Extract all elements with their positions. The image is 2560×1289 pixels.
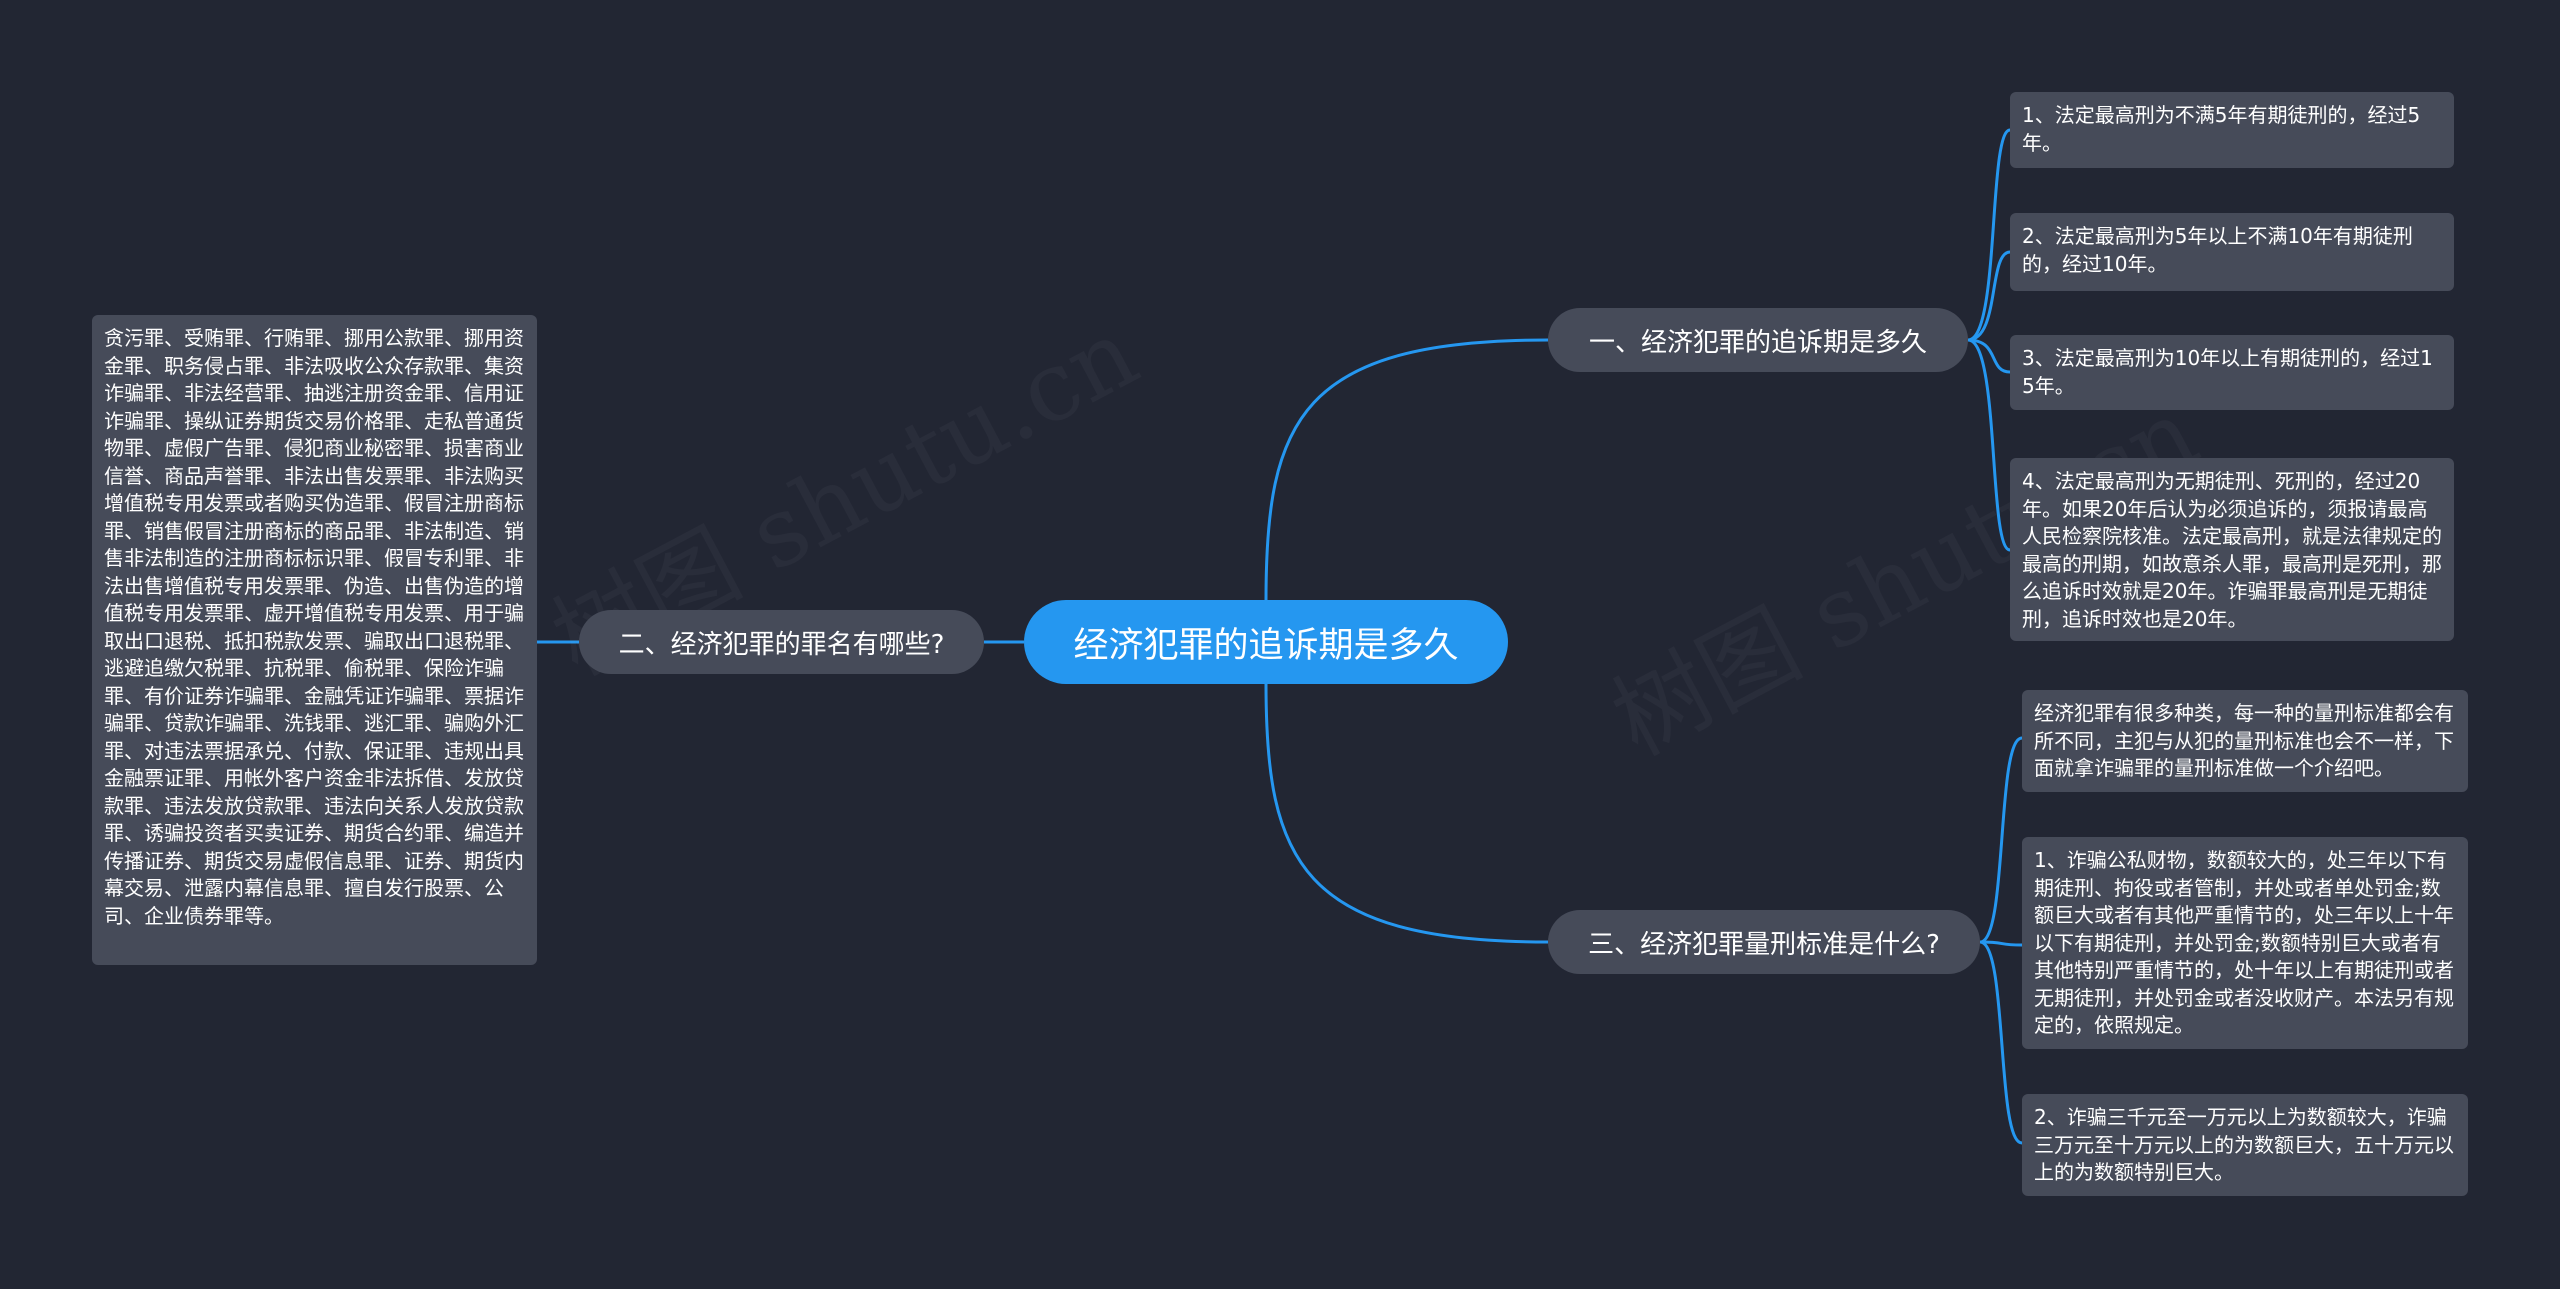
connector-b1-leaf-4 [1967, 338, 2011, 552]
connector-b1-leaf-1 [1967, 128, 2011, 342]
leaf-node[interactable]: 3、法定最高刑为10年以上有期徒刑的，经过15年。 [2010, 335, 2454, 410]
root-node[interactable]: 经济犯罪的追诉期是多久 [1024, 600, 1508, 684]
connector-b3-leaf-2 [1979, 940, 2023, 947]
leaf-node[interactable]: 1、法定最高刑为不满5年有期徒刑的，经过5年。 [2010, 92, 2454, 168]
leaf-node[interactable]: 4、法定最高刑为无期徒刑、死刑的，经过20年。如果20年后认为必须追诉的，须报请… [2010, 458, 2454, 641]
connector-b3-leaf-3 [1979, 940, 2023, 1145]
branch-node-1[interactable]: 一、经济犯罪的追诉期是多久 [1548, 308, 1968, 372]
leaf-node[interactable]: 2、法定最高刑为5年以上不满10年有期徒刑的，经过10年。 [2010, 213, 2454, 291]
connector-b3-leaf-1 [1979, 736, 2023, 944]
connector-root-branch-3 [1264, 683, 1549, 944]
leaf-node[interactable]: 2、诈骗三千元至一万元以上为数额较大，诈骗三万元至十万元以上的为数额巨大，五十万… [2022, 1094, 2468, 1196]
connector-root-branch-1 [1264, 338, 1549, 601]
connector-b1-leaf-3 [1967, 338, 2011, 374]
leaf-node[interactable]: 经济犯罪有很多种类，每一种的量刑标准都会有所不同，主犯与从犯的量刑标准也会不一样… [2022, 690, 2468, 792]
branch-node-3[interactable]: 三、经济犯罪量刑标准是什么? [1548, 910, 1980, 974]
leaf-node[interactable]: 1、诈骗公私财物，数额较大的，处三年以下有期徒刑、拘役或者管制，并处或者单处罚金… [2022, 837, 2468, 1049]
branch-node-2[interactable]: 二、经济犯罪的罪名有哪些? [579, 610, 984, 674]
connector-b1-leaf-2 [1967, 250, 2011, 342]
leaf-node[interactable]: 贪污罪、受贿罪、行贿罪、挪用公款罪、挪用资金罪、职务侵占罪、非法吸收公众存款罪、… [92, 315, 537, 965]
